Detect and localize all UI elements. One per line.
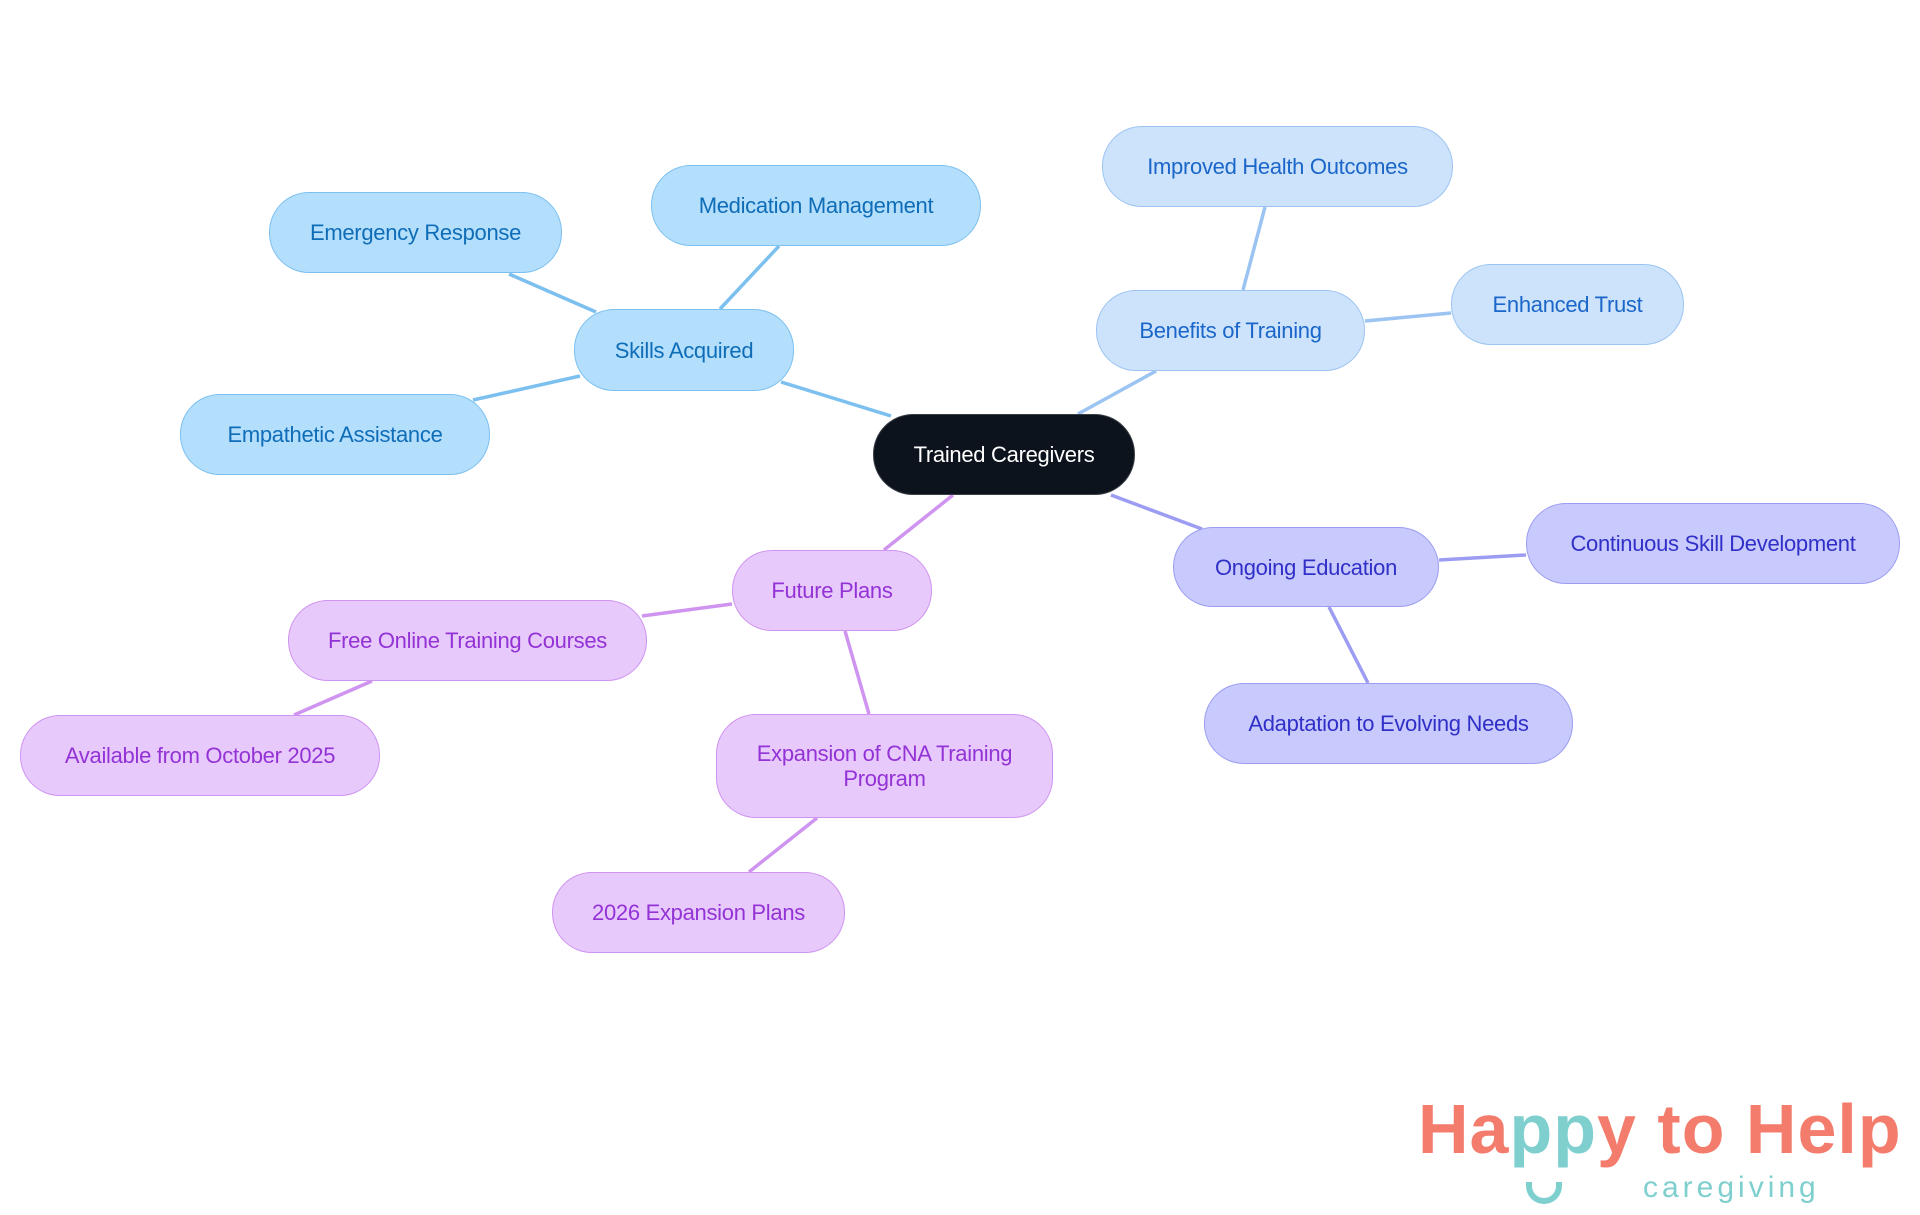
logo-part: pp [1509,1090,1598,1168]
logo-wordmark: Happy to Help [1418,1094,1902,1164]
node-2026-expansion-plans[interactable]: 2026 Expansion Plans [552,872,845,953]
connector-line [843,630,871,715]
connector-line [1241,206,1267,291]
node-empathetic-assistance[interactable]: Empathetic Assistance [180,394,490,475]
logo-part: Ha [1418,1090,1510,1168]
smile-icon [1526,1182,1562,1204]
happy-to-help-logo: Happy to Help caregiving [1418,1094,1901,1212]
connector-line [641,602,733,618]
connector-line [508,272,597,314]
connector-line [293,679,373,717]
connector-line [1327,606,1370,684]
node-skills-acquired[interactable]: Skills Acquired [574,309,794,391]
node-future-plans[interactable]: Future Plans [732,550,932,631]
logo-subtitle: caregiving [1643,1171,1820,1204]
logo-part: y to Help [1597,1090,1902,1168]
connector-line [1077,369,1157,416]
node-ongoing-education[interactable]: Ongoing Education [1173,527,1439,607]
node-medication-management[interactable]: Medication Management [651,165,981,246]
node-free-online-training-courses[interactable]: Free Online Training Courses [288,600,647,681]
node-improved-health-outcomes[interactable]: Improved Health Outcomes [1102,126,1453,207]
root-node[interactable]: Trained Caregivers [873,414,1135,495]
connector-line [1364,311,1452,323]
node-continuous-skill-development[interactable]: Continuous Skill Development [1526,503,1900,584]
connector-line [780,380,892,418]
connector-line [472,374,581,402]
connector-line [882,493,955,552]
connector-line [747,816,819,874]
connector-line [1438,553,1527,562]
node-adaptation-to-evolving-needs[interactable]: Adaptation to Evolving Needs [1204,683,1573,764]
node-enhanced-trust[interactable]: Enhanced Trust [1451,264,1684,345]
connector-line [1110,493,1203,531]
node-emergency-response[interactable]: Emergency Response [269,192,562,273]
node-available-from-october-2025[interactable]: Available from October 2025 [20,715,380,796]
connector-line [718,244,781,311]
node-benefits-of-training[interactable]: Benefits of Training [1096,290,1365,371]
node-expansion-of-cna-training-program[interactable]: Expansion of CNA Training Program [716,714,1053,818]
